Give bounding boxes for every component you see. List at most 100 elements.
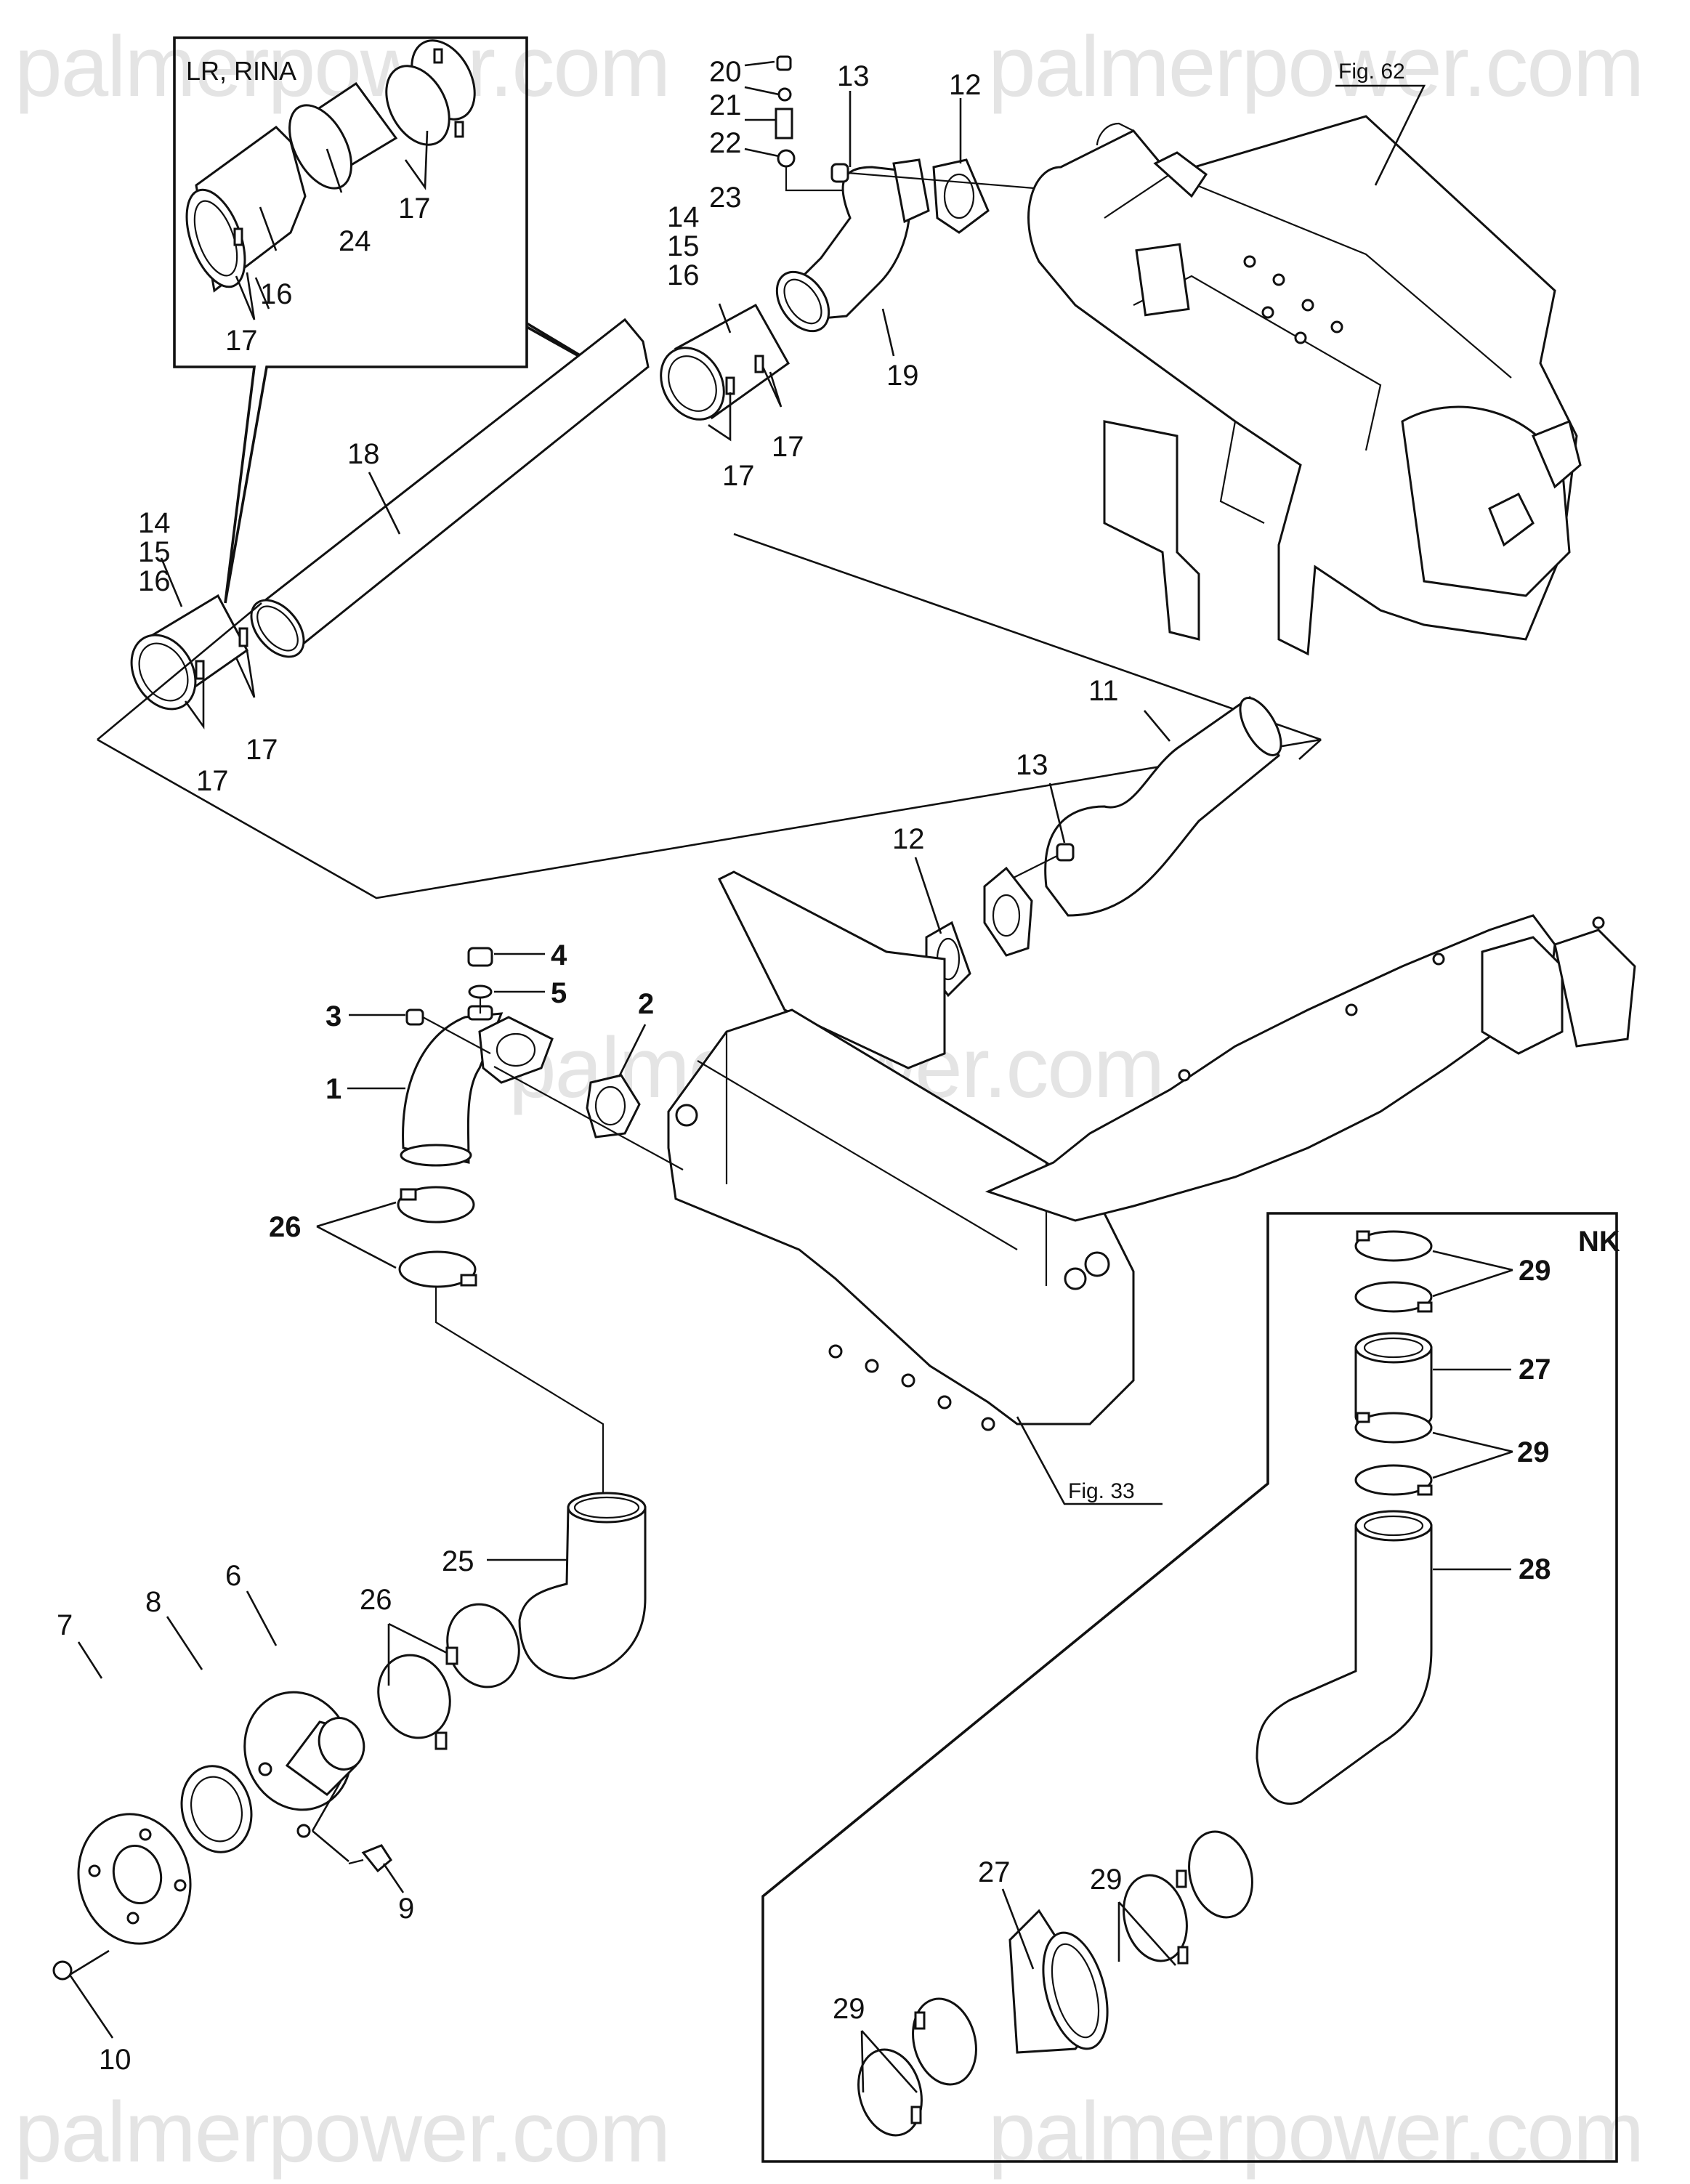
bolt-3 <box>405 1008 424 1026</box>
leader-17-top <box>708 366 783 442</box>
callout-12-mid[interactable]: 12 <box>892 823 925 855</box>
leader-inset-17a <box>235 272 270 320</box>
callout-23[interactable]: 23 <box>709 182 742 214</box>
clamp-26a <box>397 1186 475 1224</box>
leader-14-16-top <box>718 303 732 333</box>
callout-6[interactable]: 6 <box>225 1560 241 1592</box>
callout-15-top[interactable]: 15 <box>667 230 700 262</box>
callout-4[interactable]: 4 <box>551 939 567 971</box>
callout-15-left[interactable]: 15 <box>138 536 171 568</box>
leader-fig62 <box>1335 84 1426 186</box>
leader-inset-16 <box>259 206 278 251</box>
leader-11 <box>1144 710 1171 742</box>
inset-nk: NK 29 27 29 28 <box>761 1212 1620 2163</box>
callout-10[interactable]: 10 <box>99 2044 132 2076</box>
reference-fig62[interactable]: Fig. 62 <box>1338 60 1405 84</box>
leader-18 <box>368 472 401 535</box>
callout-9[interactable]: 9 <box>398 1893 414 1925</box>
callout-17-inset-b[interactable]: 17 <box>398 193 431 225</box>
inset-lr-rina-frame <box>173 36 618 604</box>
watermark-top-right: palmerpower.com <box>988 19 1643 115</box>
leader-9 <box>311 1779 405 1893</box>
leader-fig33 <box>1016 1416 1163 1505</box>
callout-25[interactable]: 25 <box>442 1545 474 1577</box>
callout-16-left[interactable]: 16 <box>138 565 171 597</box>
elbow-1-assembly: 3 4 5 1 2 <box>326 939 684 1170</box>
callout-13-top[interactable]: 13 <box>837 60 870 92</box>
leader-29-nk-b <box>1432 1431 1513 1479</box>
callout-21[interactable]: 21 <box>709 89 742 121</box>
leader-inset-24 <box>326 148 343 193</box>
cooler-body-fig33 <box>667 870 1636 1431</box>
callout-20[interactable]: 20 <box>709 56 742 88</box>
callout-19[interactable]: 19 <box>886 360 919 392</box>
gasket-12-top <box>932 158 990 234</box>
leaders-20-23 <box>744 60 780 158</box>
callout-5[interactable]: 5 <box>551 977 567 1009</box>
hose-28 <box>1256 1524 1433 1805</box>
leader-27-nk-lower <box>1001 1888 1035 1970</box>
elbow-11-assembly: 11 13 12 <box>892 675 1282 998</box>
callout-29-nk-a[interactable]: 29 <box>1519 1255 1551 1287</box>
watermarks: palmerpower.com palmerpower.com palmerpo… <box>15 19 1644 2180</box>
group-bracket-lines <box>97 533 1322 899</box>
callout-1[interactable]: 1 <box>326 1073 341 1105</box>
callout-29-nk-b[interactable]: 29 <box>1517 1436 1550 1468</box>
callout-14-top[interactable]: 14 <box>667 201 700 233</box>
inset-sleeve-24 <box>288 81 398 190</box>
callout-16-top[interactable]: 16 <box>667 259 700 291</box>
leader-10 <box>68 1949 114 2039</box>
callout-18[interactable]: 18 <box>347 438 380 470</box>
bolt-20 <box>776 55 792 71</box>
inset-nk-title: NK <box>1578 1226 1620 1258</box>
callout-17-top-a[interactable]: 17 <box>722 460 755 492</box>
callout-2[interactable]: 2 <box>638 988 654 1020</box>
reference-fig33[interactable]: Fig. 33 <box>1068 1479 1135 1503</box>
washer-5 <box>468 984 493 999</box>
hose-assembly-top: 14 15 16 17 17 <box>660 201 804 492</box>
callout-14-left[interactable]: 14 <box>138 507 171 539</box>
inset-lr-rina-title: LR, RINA <box>186 56 296 86</box>
inset-lr-rina: LR, RINA 17 16 24 17 <box>173 36 618 604</box>
callout-29-nk-d[interactable]: 29 <box>833 1993 865 2025</box>
leader-26-upper <box>316 1201 397 1269</box>
group-bracket-right-tick <box>1298 739 1322 760</box>
callout-26-upper[interactable]: 26 <box>269 1211 302 1243</box>
callout-16-inset[interactable]: 16 <box>260 278 293 310</box>
callout-12-top[interactable]: 12 <box>949 69 982 101</box>
callout-17-inset-a[interactable]: 17 <box>225 325 258 357</box>
washer-23 <box>777 149 796 168</box>
clamps-26-lower: 26 <box>360 1584 520 1750</box>
watermark-bottom-left: palmerpower.com <box>15 2084 669 2180</box>
inset-hose-16 <box>185 126 307 293</box>
nut-10 <box>52 1960 73 1981</box>
callout-27-nk-lower[interactable]: 27 <box>978 1856 1011 1888</box>
callout-26-lower[interactable]: 26 <box>360 1584 392 1616</box>
leader-12-mid <box>914 857 942 934</box>
callout-22[interactable]: 22 <box>709 127 742 159</box>
leader-6 <box>246 1590 278 1646</box>
callout-17-left-b[interactable]: 17 <box>246 734 278 766</box>
callout-7[interactable]: 7 <box>57 1609 73 1641</box>
connector-26-to-25 <box>434 1287 605 1497</box>
callout-27-nk-upper[interactable]: 27 <box>1519 1354 1551 1386</box>
callout-11[interactable]: 11 <box>1088 675 1119 707</box>
callout-13-mid[interactable]: 13 <box>1016 749 1048 781</box>
hose-assembly-left: 14 15 16 17 17 <box>130 507 278 797</box>
leader-17-left <box>184 650 256 730</box>
callout-17-left-a[interactable]: 17 <box>196 765 229 797</box>
leader-inset-17b <box>404 130 429 190</box>
leader-8 <box>166 1616 203 1670</box>
callout-17-top-b[interactable]: 17 <box>772 431 804 463</box>
callout-8[interactable]: 8 <box>145 1586 161 1618</box>
leader-26-lower <box>387 1622 448 1686</box>
callout-28[interactable]: 28 <box>1519 1553 1551 1585</box>
clamps-26-upper: 26 <box>269 1186 605 1497</box>
gasket-2 <box>586 1074 641 1138</box>
callout-3[interactable]: 3 <box>326 1000 341 1032</box>
leader-29-nk-a <box>1432 1250 1513 1298</box>
callout-24[interactable]: 24 <box>339 225 371 257</box>
bolt-13-top <box>830 163 849 183</box>
leader-19 <box>881 308 895 357</box>
callout-29-nk-c[interactable]: 29 <box>1090 1864 1123 1896</box>
